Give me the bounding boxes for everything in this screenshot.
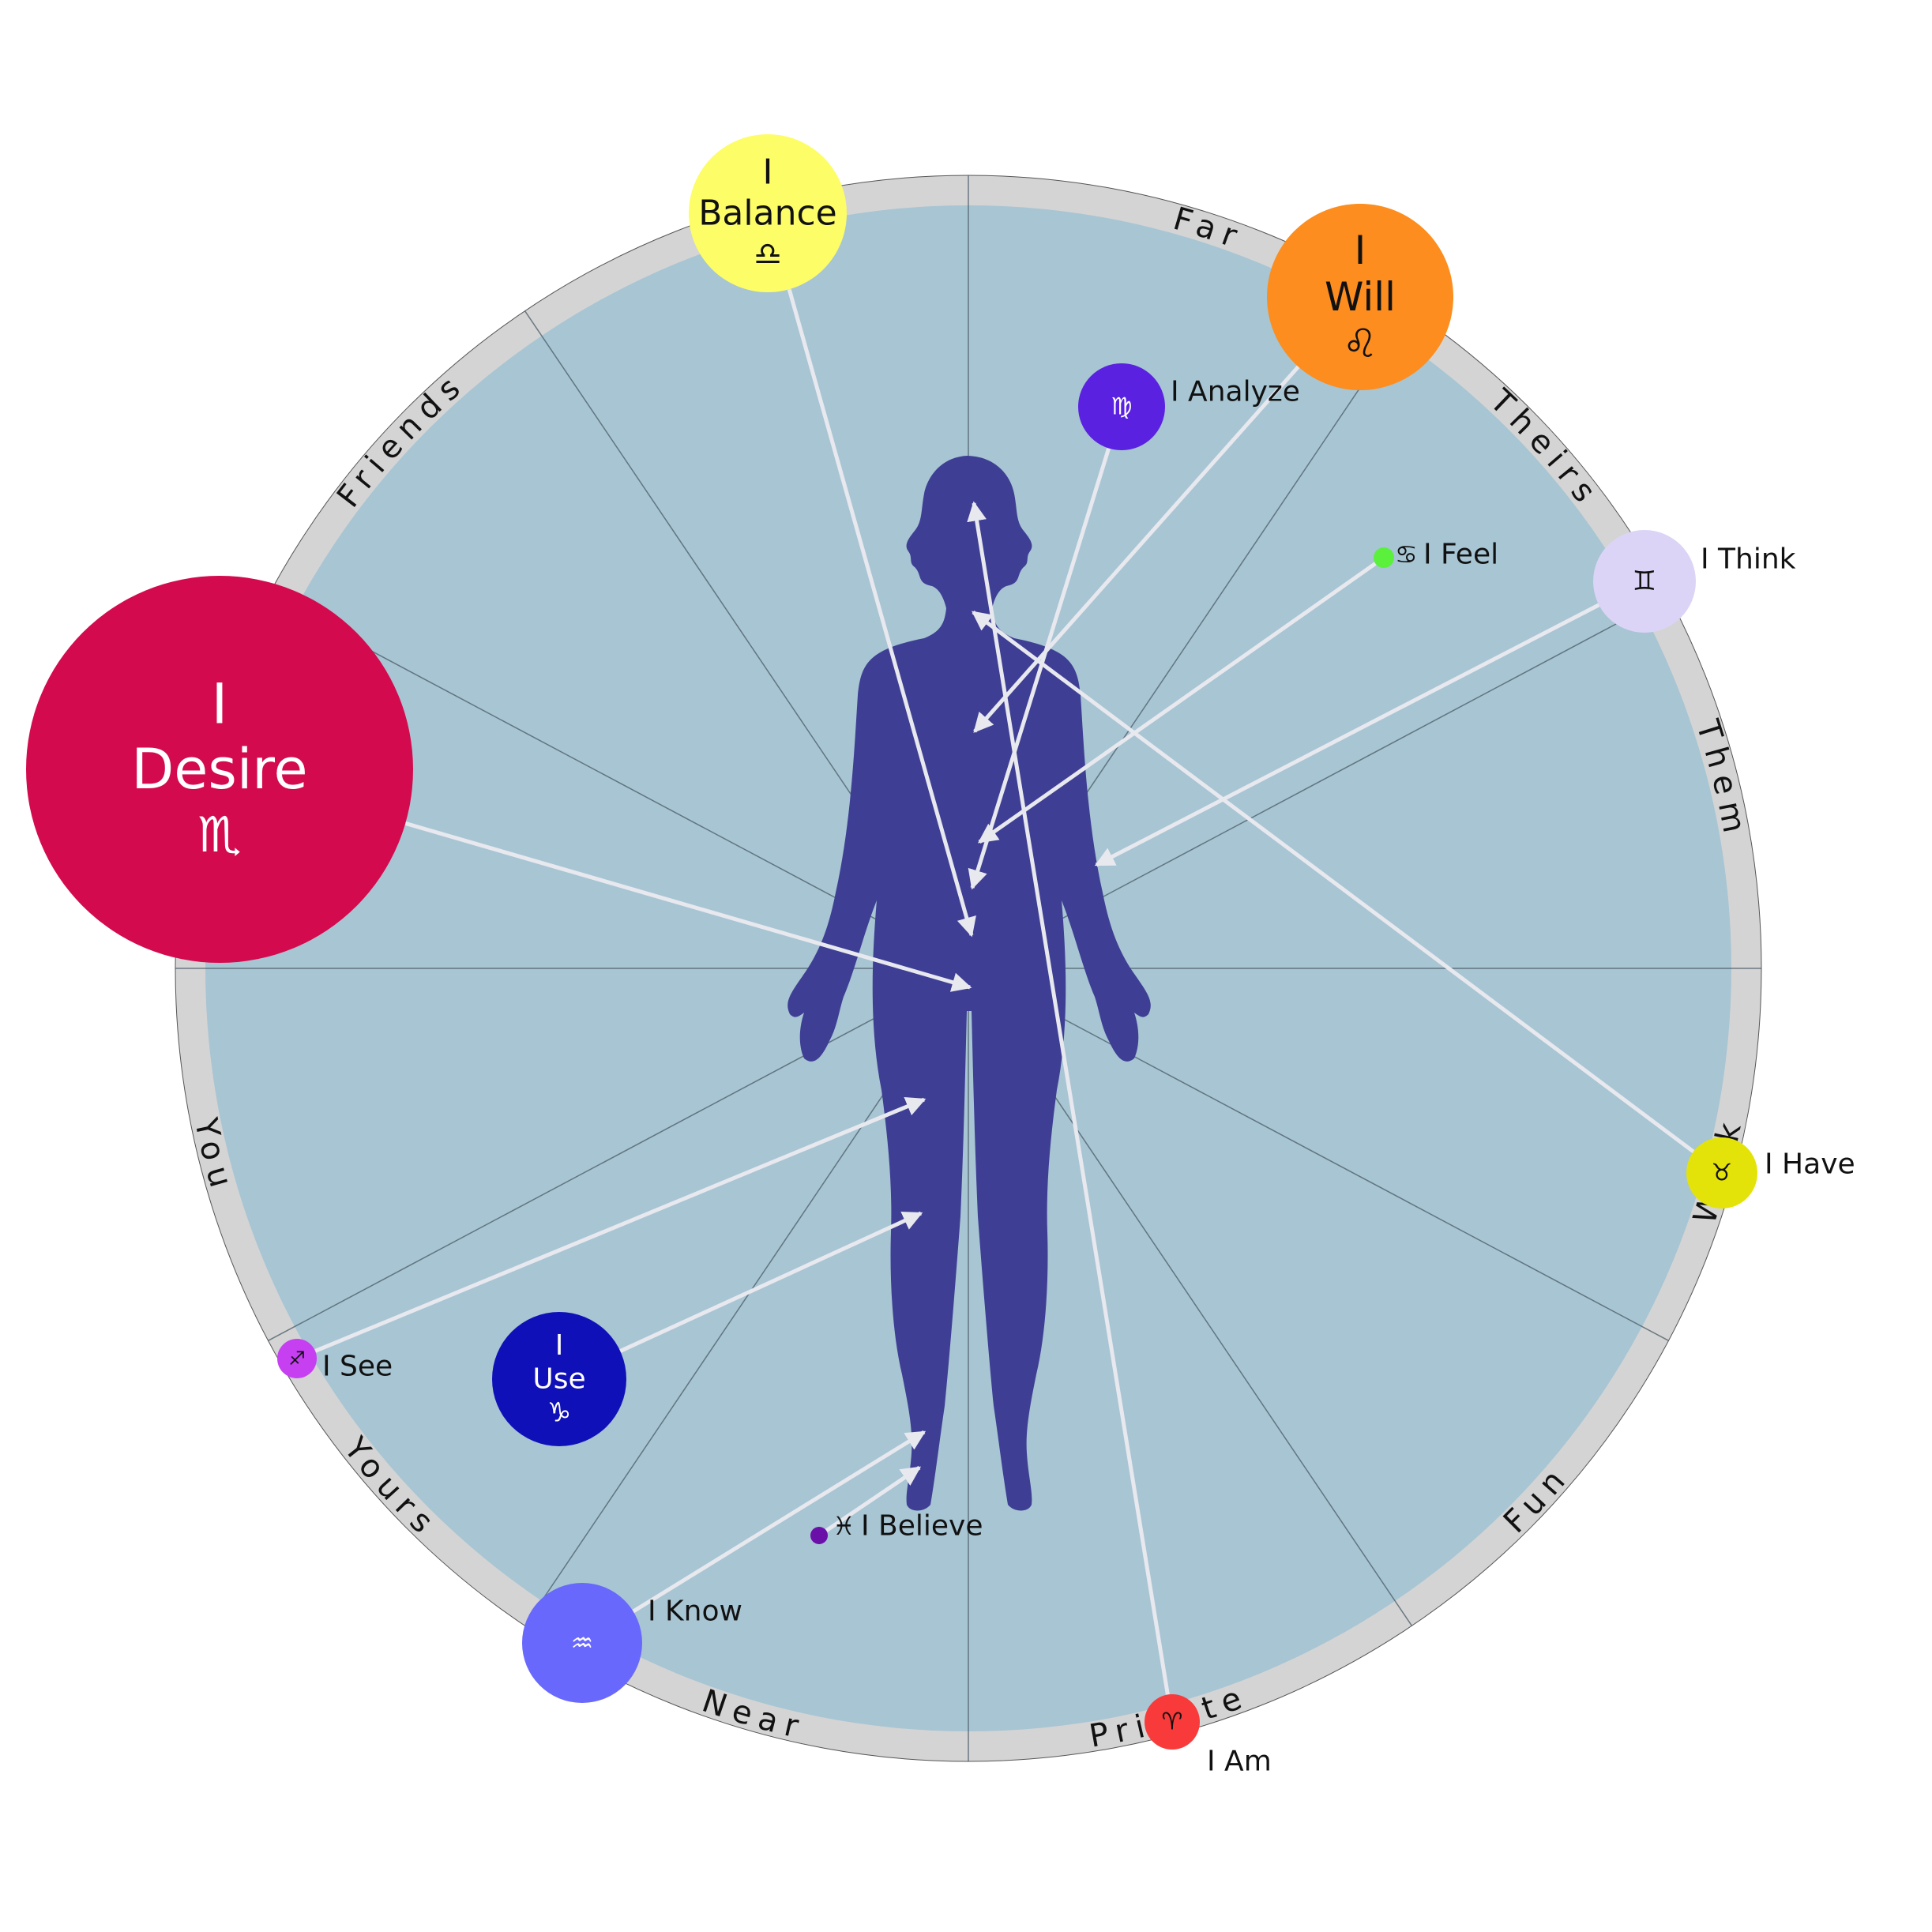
aquarius-arrow [632,1430,927,1614]
gemini-arrow [1094,603,1600,867]
taurus-glyph-icon: ♉ [1712,1160,1733,1187]
virgo-circle[interactable] [1078,363,1165,450]
libra-label-word: Balance [698,194,836,234]
libra-circle[interactable] [689,134,847,292]
scorpio-arrow [404,821,972,992]
gemini-planet[interactable]: ♊ I Think [1593,530,1796,633]
cancer-arrow [977,562,1377,844]
sagittarius-glyph-icon: ♐ [288,1348,306,1370]
leo-label-word: Will [1325,274,1396,320]
aries-glyph-icon: ♈ [1162,1708,1183,1736]
taurus-arrow [971,610,1695,1154]
pisces-arrow [825,1465,922,1532]
virgo-arrow [968,447,1111,890]
capricorn-label-word: Use [532,1363,585,1396]
house-divider [268,968,969,1342]
cancer-planet[interactable]: ♋I Feel [1374,539,1498,571]
libra-arrow [787,288,976,938]
leo-glyph-icon: ♌ [1343,321,1378,366]
pisces-label: I Believe [861,1510,983,1543]
aquarius-glyph-icon: ♒ [571,1628,594,1658]
capricorn-glyph-icon: ♑ [547,1396,571,1428]
house-divider [968,968,1669,1342]
planet-arrows [314,288,1695,1695]
leo-arrow [973,365,1300,733]
aries-planet[interactable]: ♈ I Am [1145,1694,1272,1778]
virgo-label: I Analyze [1171,376,1300,408]
aquarius-circle[interactable] [522,1583,642,1703]
gemini-glyph-icon: ♊ [1633,566,1656,597]
libra-label-word: I [763,152,773,193]
scorpio-circle[interactable] [26,576,413,963]
aquarius-planet[interactable]: ♒ I Know [522,1583,742,1703]
taurus-label: I Have [1765,1148,1855,1181]
libra-glyph-icon: ♎ [754,236,782,273]
capricorn-circle[interactable] [492,1312,626,1446]
capricorn-label-word: I [555,1329,564,1362]
taurus-circle[interactable] [1686,1137,1757,1208]
aries-label: I Am [1207,1746,1272,1778]
aries-circle[interactable] [1145,1694,1200,1750]
leo-circle[interactable] [1267,204,1453,390]
cancer-circle[interactable] [1374,547,1394,568]
sagittarius-label: I See [322,1351,393,1383]
sagittarius-circle[interactable] [277,1339,317,1378]
cancer-glyph-icon: ♋ [1395,539,1418,569]
cancer-label: I Feel [1423,539,1498,571]
scorpio-glyph-icon: ♏ [197,806,242,863]
pisces-glyph-icon: ♓ [833,1511,855,1541]
capricorn-arrow [619,1211,923,1353]
sagittarius-planet[interactable]: ♐ I See [277,1339,393,1383]
virgo-planet[interactable]: ♍ I Analyze [1078,363,1300,450]
scorpio-label-word: Desire [131,737,307,802]
pisces-circle[interactable] [810,1527,828,1544]
virgo-glyph-icon: ♍ [1111,393,1133,421]
leo-label-word: I [1355,227,1366,273]
sagittarius-arrow [314,1097,927,1353]
gemini-circle[interactable] [1593,530,1696,633]
aries-arrow [967,501,1170,1695]
aquarius-label: I Know [648,1596,742,1628]
taurus-planet[interactable]: ♉ I Have [1686,1137,1855,1208]
scorpio-label-word: I [212,671,228,736]
pisces-planet[interactable]: ♓I Believe [810,1510,983,1545]
gemini-label: I Think [1701,543,1796,576]
